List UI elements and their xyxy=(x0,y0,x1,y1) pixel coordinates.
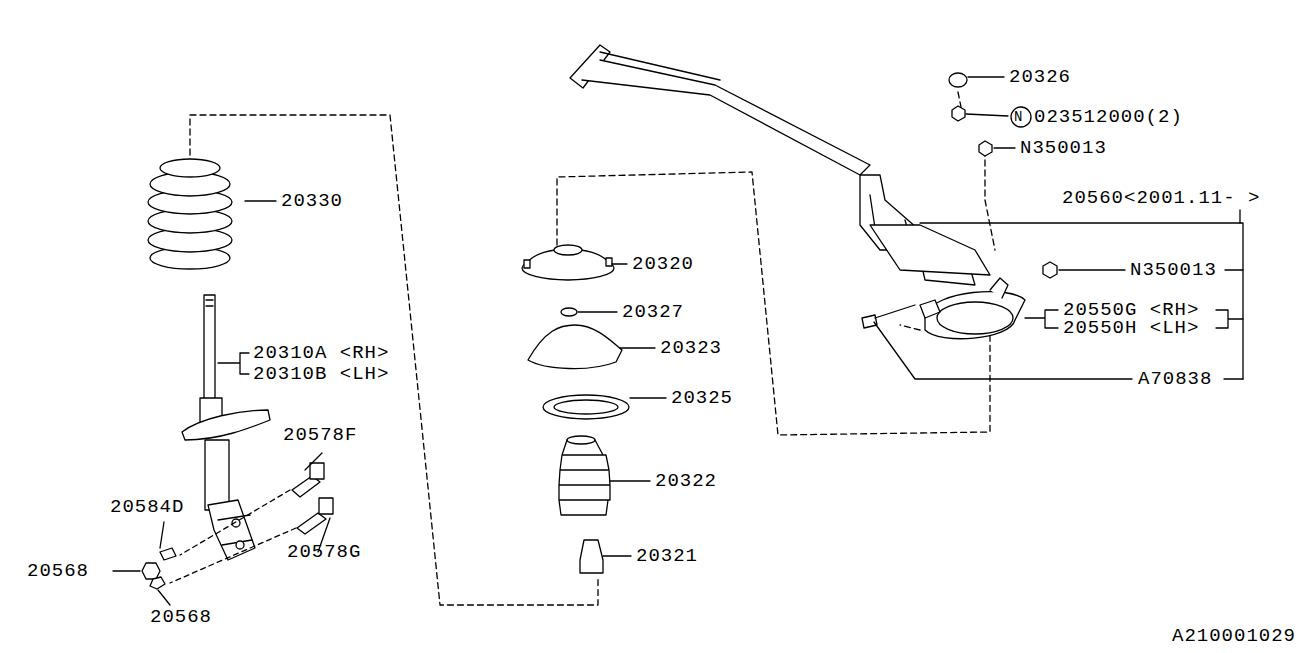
drawing-stroke xyxy=(142,563,160,579)
drawing-stroke xyxy=(580,540,603,573)
drawing-stroke xyxy=(1059,269,1125,270)
drawing-stroke xyxy=(937,302,1013,334)
drawing-stroke xyxy=(561,308,577,316)
drawing-stroke xyxy=(875,305,915,318)
drawing-stroke xyxy=(920,300,940,318)
drawing-stroke xyxy=(1025,310,1058,328)
drawing-stroke xyxy=(310,463,324,479)
callout-number: A70838 xyxy=(1138,368,1212,390)
callout-number: N350013 xyxy=(1020,137,1107,159)
drawing-stroke xyxy=(245,200,276,201)
drawing-stroke xyxy=(990,278,1008,298)
callout-number: 20568 xyxy=(27,560,89,582)
callout-number: 20321 xyxy=(636,545,698,567)
drawing-stroke xyxy=(582,60,870,175)
callout-number: 20578G xyxy=(287,541,361,563)
drawing-stroke xyxy=(182,410,270,440)
drawing-stroke xyxy=(559,440,610,515)
drawing-stroke xyxy=(218,353,249,374)
callout-number: 20560<2001.11- > xyxy=(1062,187,1260,209)
drawing-stroke xyxy=(160,159,220,177)
drawing-stroke xyxy=(612,263,627,264)
drawing-stroke xyxy=(554,400,618,414)
drawing-stroke xyxy=(305,453,322,470)
strut-bolts xyxy=(142,463,333,589)
strut-assembly xyxy=(182,295,270,560)
drawing-stroke xyxy=(603,555,631,556)
drawing-stroke xyxy=(528,325,622,369)
dashed-assembly-lines xyxy=(190,92,995,605)
drawing-stroke xyxy=(620,347,655,348)
callout-number: 20320 xyxy=(632,253,694,275)
drawing-stroke xyxy=(204,295,215,400)
drawing-stroke xyxy=(920,223,1243,379)
callout-number: 20578F xyxy=(283,424,357,446)
drawing-stroke xyxy=(578,311,617,312)
callout-number: 20326 xyxy=(1009,66,1071,88)
nuts-and-cap xyxy=(862,73,1057,328)
callout-number: 20323 xyxy=(660,337,722,359)
drawing-stroke xyxy=(1043,262,1057,278)
drawing-stroke xyxy=(1239,210,1240,223)
callout-number: 20325 xyxy=(671,387,733,409)
drawing-stroke xyxy=(297,513,326,534)
drawing-stroke xyxy=(600,52,720,80)
drawing-stroke xyxy=(557,172,990,435)
callout-number: A210001029 xyxy=(1172,625,1296,647)
drawing-stroke xyxy=(900,325,920,330)
drawing-stroke xyxy=(1216,310,1243,328)
drawing-stroke xyxy=(862,315,877,328)
drawing-stroke xyxy=(1225,269,1243,270)
callout-number: 20568 xyxy=(150,606,212,628)
drawing-stroke xyxy=(1011,107,1031,127)
drawing-stroke xyxy=(949,73,967,87)
drawing-stroke xyxy=(524,260,530,268)
tower-plate xyxy=(920,278,1025,339)
callout-number: N xyxy=(1014,106,1022,128)
drawing-stroke xyxy=(952,106,965,121)
drawing-stroke xyxy=(979,141,992,156)
callout-number: 20327 xyxy=(622,301,684,323)
drawing-stroke xyxy=(968,76,1004,77)
drawing-stroke xyxy=(113,570,140,571)
callout-number: 20322 xyxy=(655,470,717,492)
bolt-lines xyxy=(170,490,296,583)
drawing-stroke xyxy=(567,436,595,444)
drawing-stroke xyxy=(870,225,990,275)
callout-number: 20550H <LH> xyxy=(1063,317,1199,339)
callout-number: 20310B <LH> xyxy=(253,363,389,385)
drawing-stroke xyxy=(158,590,170,605)
drawing-stroke xyxy=(319,498,333,514)
drawing-stroke xyxy=(205,440,229,510)
drawing-stroke xyxy=(150,577,165,589)
callout-number: 023512000(2) xyxy=(1034,106,1183,128)
drawing-stroke xyxy=(925,292,1025,339)
drawing-stroke xyxy=(218,515,252,545)
strut-tower-brace xyxy=(570,45,990,285)
drawing-stroke xyxy=(206,300,213,306)
drawing-stroke xyxy=(610,480,650,481)
drawing-stroke xyxy=(1224,378,1243,379)
drawing-stroke xyxy=(630,397,666,398)
drawing-stroke xyxy=(554,245,582,255)
drawing-stroke xyxy=(160,548,176,560)
drawing-stroke xyxy=(160,522,164,548)
strut-mount xyxy=(522,245,629,573)
callout-number: N350013 xyxy=(1130,259,1217,281)
drawing-stroke xyxy=(170,528,296,583)
drawing-stroke xyxy=(208,500,255,560)
drawing-stroke xyxy=(606,258,612,266)
callout-number: 20310A <RH> xyxy=(253,342,389,364)
coil-spring xyxy=(148,159,232,269)
callout-number: 20330 xyxy=(281,190,343,212)
drawing-stroke xyxy=(985,150,995,250)
leader-lines xyxy=(113,77,1243,605)
callout-number: 20584D xyxy=(110,496,184,518)
drawing-stroke xyxy=(236,541,244,549)
drawing-stroke xyxy=(966,114,1008,116)
drawing-stroke xyxy=(180,490,290,555)
drawing-stroke xyxy=(994,147,1015,148)
drawing-stroke xyxy=(543,395,629,419)
